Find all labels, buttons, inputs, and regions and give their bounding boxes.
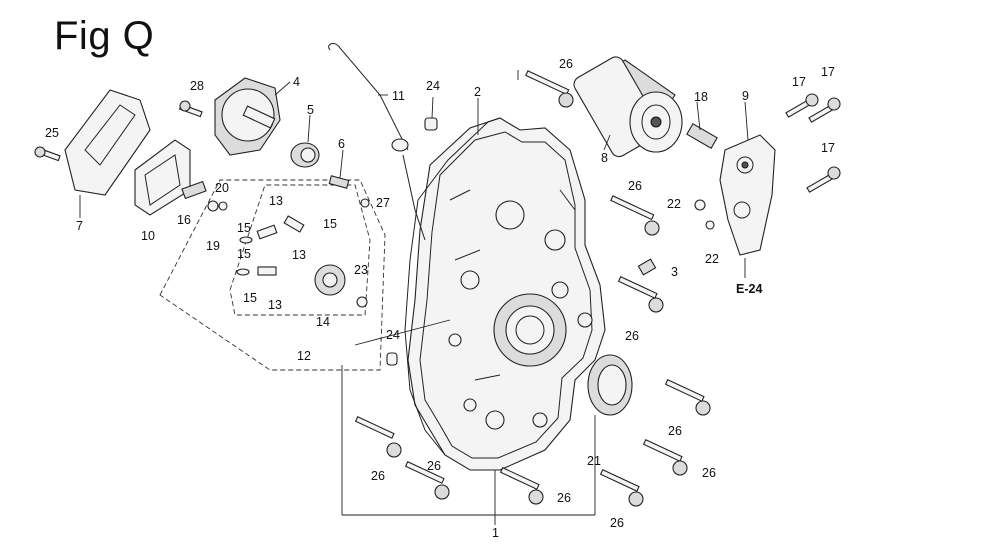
callout-27: 27 bbox=[376, 196, 390, 210]
callout-22b: 22 bbox=[705, 252, 719, 266]
callout-4: 4 bbox=[293, 75, 300, 89]
callout-16: 16 bbox=[177, 213, 191, 227]
leader-lines bbox=[79, 70, 749, 525]
callout-13a: 13 bbox=[269, 194, 283, 208]
callout-12: 12 bbox=[297, 349, 311, 363]
governor-gear bbox=[214, 77, 281, 156]
bolts bbox=[34, 70, 841, 507]
callout-26a: 26 bbox=[559, 57, 573, 71]
reference-e24: E-24 bbox=[736, 282, 762, 296]
callout-25: 25 bbox=[45, 126, 59, 140]
callout-28: 28 bbox=[190, 79, 204, 93]
callout-labels: 1 2 3 4 5 6 7 8 9 10 11 12 13 13 13 14 1… bbox=[45, 57, 835, 540]
callout-19: 19 bbox=[206, 239, 220, 253]
oil-level-gauge bbox=[328, 43, 426, 241]
callout-23: 23 bbox=[354, 263, 368, 277]
callout-24b: 24 bbox=[386, 328, 400, 342]
callout-15d: 15 bbox=[243, 291, 257, 305]
figure-title: Fig Q bbox=[54, 14, 155, 58]
callout-21: 21 bbox=[587, 454, 601, 468]
callout-26d: 26 bbox=[668, 424, 682, 438]
callout-22a: 22 bbox=[667, 197, 681, 211]
oil-pump-rotor bbox=[314, 264, 346, 296]
crankcase-cover bbox=[407, 117, 606, 471]
callout-26i: 26 bbox=[371, 469, 385, 483]
callout-6: 6 bbox=[338, 137, 345, 151]
oil-seal bbox=[587, 354, 633, 416]
filter-stud bbox=[686, 123, 718, 149]
callout-17b: 17 bbox=[821, 65, 835, 79]
callout-13c: 13 bbox=[268, 298, 282, 312]
callout-26c: 26 bbox=[625, 329, 639, 343]
callout-26b: 26 bbox=[628, 179, 642, 193]
callout-15a: 15 bbox=[237, 221, 251, 235]
callout-18: 18 bbox=[694, 90, 708, 104]
callout-5: 5 bbox=[307, 103, 314, 117]
callout-26h: 26 bbox=[427, 459, 441, 473]
governor-sleeve bbox=[290, 142, 320, 168]
callout-10: 10 bbox=[141, 229, 155, 243]
callout-2: 2 bbox=[474, 85, 481, 99]
callout-11: 11 bbox=[392, 89, 405, 103]
callout-3: 3 bbox=[671, 265, 678, 279]
callout-1: 1 bbox=[492, 526, 499, 540]
oil-filter bbox=[573, 56, 683, 158]
callout-15c: 15 bbox=[237, 247, 251, 261]
callout-24a: 24 bbox=[426, 79, 440, 93]
callout-26g: 26 bbox=[557, 491, 571, 505]
filter-adapter bbox=[719, 134, 776, 256]
callout-20: 20 bbox=[215, 181, 229, 195]
breather-cover bbox=[64, 89, 151, 196]
callout-17c: 17 bbox=[821, 141, 835, 155]
callout-15b: 15 bbox=[323, 217, 337, 231]
gasket bbox=[404, 117, 501, 456]
callout-8: 8 bbox=[601, 151, 608, 165]
small-hardware bbox=[181, 117, 715, 366]
callout-14: 14 bbox=[316, 315, 330, 329]
callout-13b: 13 bbox=[292, 248, 306, 262]
breather-gasket bbox=[134, 139, 191, 216]
callout-7: 7 bbox=[76, 219, 83, 233]
callout-17a: 17 bbox=[792, 75, 806, 89]
oil-pump-group-outline bbox=[159, 179, 386, 371]
callout-9: 9 bbox=[742, 89, 749, 103]
callout-26f: 26 bbox=[610, 516, 624, 530]
oil-pump-pins bbox=[236, 215, 305, 276]
callout-26e: 26 bbox=[702, 466, 716, 480]
